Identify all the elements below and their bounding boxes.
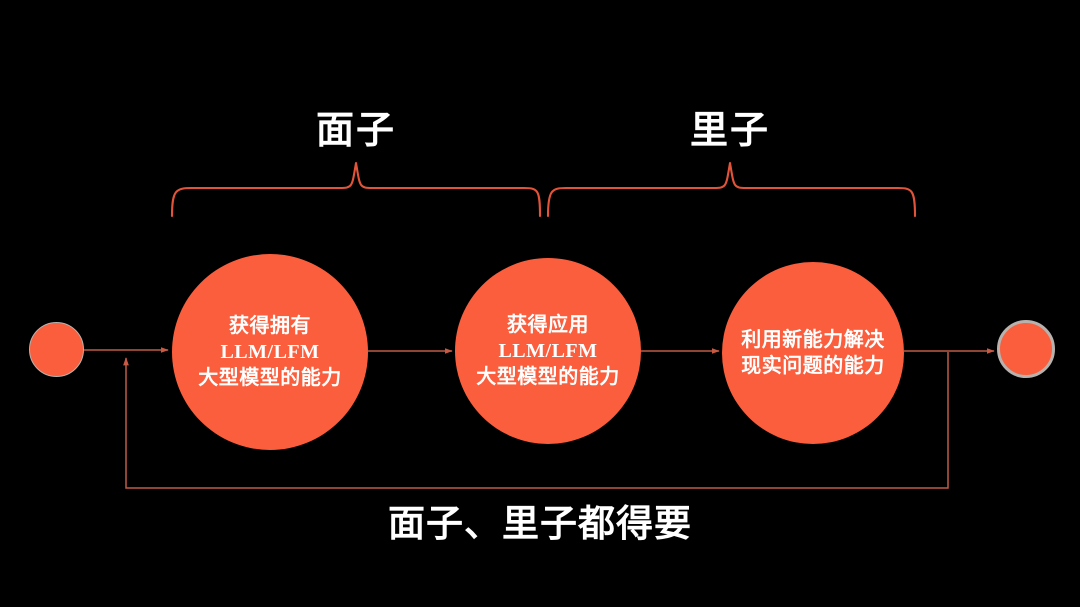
brace-group-mianzi — [170, 161, 542, 218]
process-node-3[interactable]: 利用新能力解决 现实问题的能力 — [722, 262, 904, 444]
brace-label-mianzi: 面子 — [315, 110, 397, 152]
feedback-loop-connector — [123, 352, 949, 489]
start-endpoint-dot[interactable] — [29, 322, 84, 377]
process-node-3-line-2: 现实问题的能力 — [741, 355, 885, 377]
brace-label-lizi: 里子 — [689, 110, 771, 152]
process-node-1-line-1: 获得拥有 — [229, 315, 311, 337]
process-node-2-line-3: 大型模型的能力 — [476, 366, 620, 388]
brace-group-lizi — [546, 161, 917, 218]
end-endpoint-dot[interactable] — [997, 320, 1055, 378]
process-node-3-line-1: 利用新能力解决 — [741, 329, 885, 351]
process-node-1-line-2: LLM/LFM — [220, 341, 320, 363]
process-node-1-line-3: 大型模型的能力 — [198, 367, 342, 389]
slide-caption: 面子、里子都得要 — [388, 504, 692, 545]
process-node-2-line-1: 获得应用 — [507, 314, 589, 336]
process-node-2-line-2: LLM/LFM — [498, 340, 598, 362]
flow-connectors — [84, 347, 995, 354]
process-node-2[interactable]: 获得应用 LLM/LFM 大型模型的能力 — [455, 258, 641, 444]
process-node-1[interactable]: 获得拥有 LLM/LFM 大型模型的能力 — [172, 254, 368, 450]
